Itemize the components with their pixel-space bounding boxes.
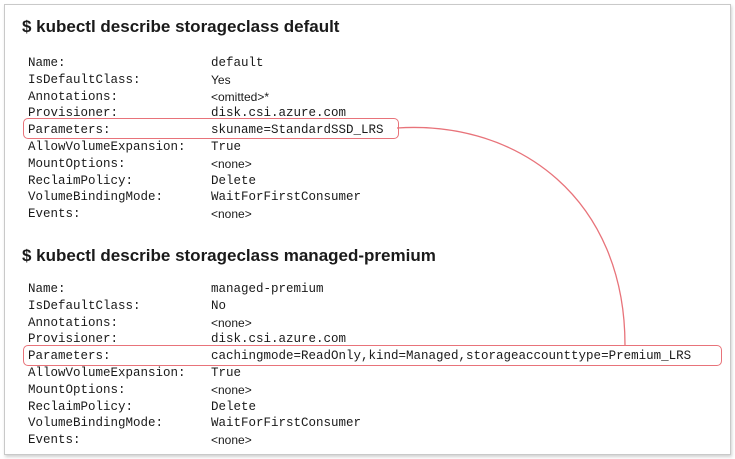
field-key: AllowVolumeExpansion: [28, 139, 186, 154]
command-heading-managed-premium: $ kubectl describe storageclass managed-… [22, 246, 436, 265]
field-value: <none> [211, 207, 252, 222]
field-key: IsDefaultClass: [28, 72, 141, 87]
field-value: <omitted>* [211, 89, 270, 104]
field-key: Annotations: [28, 89, 119, 104]
field-key: Provisioner: [28, 106, 119, 121]
field-value: WaitForFirstConsumer [211, 190, 362, 205]
field-key: Provisioner: [28, 332, 119, 347]
parameters-highlight-managed-premium [23, 345, 722, 366]
field-key: MountOptions: [28, 382, 126, 397]
field-value: WaitForFirstConsumer [211, 416, 362, 431]
field-value: No [211, 298, 227, 313]
field-key: Parameters: [28, 349, 111, 364]
field-value: <none> [211, 315, 252, 330]
field-key: IsDefaultClass: [28, 298, 141, 313]
field-key: Parameters: [28, 123, 111, 138]
field-value: <none> [211, 156, 252, 171]
field-value: True [211, 365, 242, 380]
field-value: default [211, 56, 264, 70]
field-value: disk.csi.azure.com [211, 332, 347, 347]
field-value: skuname=StandardSSD_LRS [211, 123, 384, 138]
field-value: Yes [211, 72, 231, 87]
field-key: MountOptions: [28, 156, 126, 171]
field-value: <none> [211, 382, 252, 397]
field-key: Name: [28, 282, 66, 296]
command-heading-default: $ kubectl describe storageclass default [22, 17, 340, 36]
field-key: AllowVolumeExpansion: [28, 365, 186, 380]
field-key: Events: [28, 207, 81, 222]
field-value: <none> [211, 433, 252, 448]
field-value: Delete [211, 399, 257, 414]
parameters-highlight-default [23, 118, 399, 139]
field-key: ReclaimPolicy: [28, 173, 134, 188]
field-value: True [211, 139, 242, 154]
field-value: Delete [211, 173, 257, 188]
field-key: VolumeBindingMode: [28, 416, 164, 431]
field-value: disk.csi.azure.com [211, 106, 347, 121]
field-value: managed-premium [211, 282, 324, 296]
field-value: cachingmode=ReadOnly,kind=Managed,storag… [211, 349, 692, 364]
field-key: ReclaimPolicy: [28, 399, 134, 414]
field-key: Events: [28, 433, 81, 448]
field-key: VolumeBindingMode: [28, 190, 164, 205]
field-key: Name: [28, 56, 66, 70]
field-key: Annotations: [28, 315, 119, 330]
